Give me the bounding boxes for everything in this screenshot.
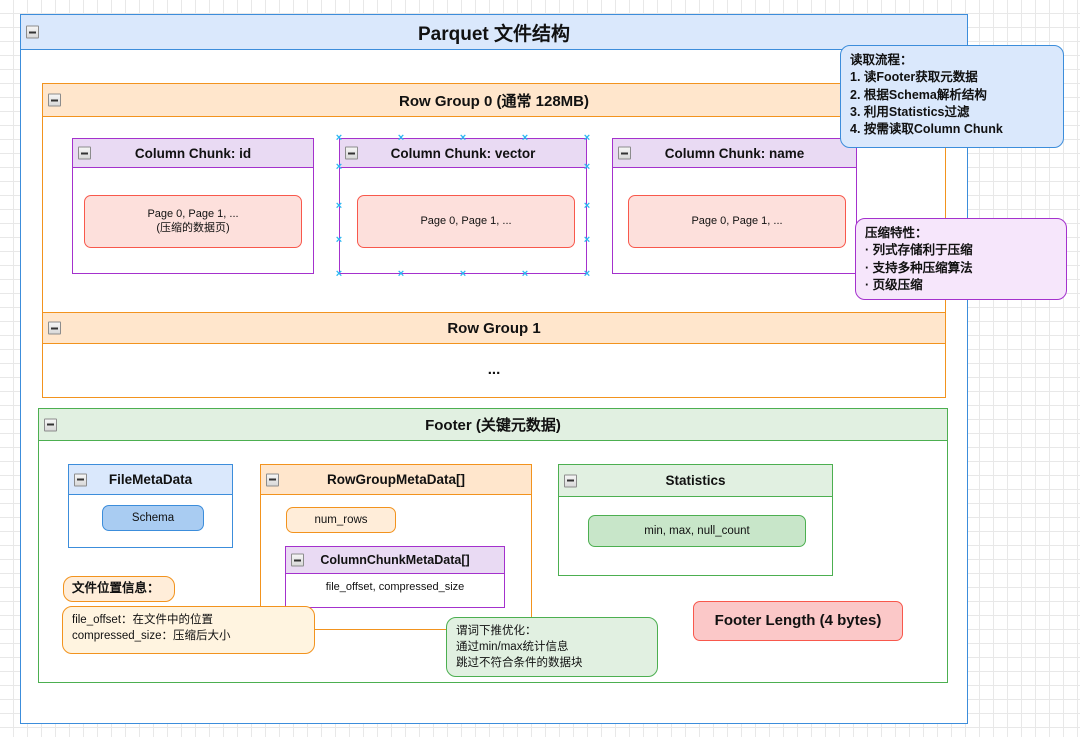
row-group-1-ellipsis: ... [487, 361, 501, 378]
column-chunk-vector-pages[interactable]: Page 0, Page 1, ... [357, 195, 575, 248]
column-chunk-vector-title: Column Chunk: vector [390, 145, 536, 161]
column-chunk-id-pages[interactable]: Page 0, Page 1, ... (压缩的数据页) [84, 195, 302, 248]
column-chunk-meta-data-title-bar[interactable]: ColumnChunkMetaData[] [286, 547, 504, 574]
file-meta-data-title: FileMetaData [108, 472, 193, 487]
statistics-container[interactable]: Statistics min, max, null_count [558, 464, 833, 576]
compression-callout[interactable]: 压缩特性： · 列式存储利于压缩 · 支持多种压缩算法 · 页级压缩 [855, 218, 1067, 300]
file-position-note-title[interactable]: 文件位置信息： [63, 576, 175, 602]
num-rows-node[interactable]: num_rows [286, 507, 396, 533]
column-chunk-name-container[interactable]: Column Chunk: name Page 0, Page 1, ... [612, 138, 857, 274]
footer-title-bar[interactable]: Footer (关键元数据) [39, 409, 947, 441]
column-chunk-meta-data-title: ColumnChunkMetaData[] [320, 553, 470, 567]
collapse-minus-icon[interactable] [345, 146, 358, 160]
page-title: Parquet 文件结构 [417, 23, 571, 45]
statistics-fields-node[interactable]: min, max, null_count [588, 515, 806, 547]
column-chunk-vector-title-bar[interactable]: Column Chunk: vector [340, 139, 586, 168]
footer-title: Footer (关键元数据) [425, 417, 561, 434]
statistics-title: Statistics [665, 473, 726, 488]
collapse-minus-icon[interactable] [48, 321, 61, 335]
column-chunk-id-container[interactable]: Column Chunk: id Page 0, Page 1, ... (压缩… [72, 138, 314, 274]
collapse-minus-icon[interactable] [266, 473, 279, 486]
diagram-title-bar[interactable]: Parquet 文件结构 [21, 15, 967, 50]
row-group-meta-data-title-bar[interactable]: RowGroupMetaData[] [261, 465, 531, 495]
footer-length-node[interactable]: Footer Length (4 bytes) [693, 601, 903, 641]
column-chunk-name-title-bar[interactable]: Column Chunk: name [613, 139, 856, 168]
column-chunk-id-title: Column Chunk: id [134, 145, 252, 161]
statistics-title-bar[interactable]: Statistics [559, 465, 832, 497]
column-chunk-vector-container[interactable]: Column Chunk: vector Page 0, Page 1, ... [339, 138, 587, 274]
file-meta-data-title-bar[interactable]: FileMetaData [69, 465, 232, 495]
column-chunk-id-title-bar[interactable]: Column Chunk: id [73, 139, 313, 168]
collapse-minus-icon[interactable] [78, 146, 91, 160]
collapse-minus-icon[interactable] [291, 553, 304, 567]
column-chunk-name-pages[interactable]: Page 0, Page 1, ... [628, 195, 846, 248]
read-flow-callout[interactable]: 读取流程： 1. 读Footer获取元数据 2. 根据Schema解析结构 3.… [840, 45, 1064, 148]
schema-node[interactable]: Schema [102, 505, 204, 531]
collapse-minus-icon[interactable] [564, 474, 577, 487]
collapse-minus-icon[interactable] [26, 25, 39, 39]
row-group-1-title-bar[interactable]: Row Group 1 [43, 313, 945, 344]
file-position-note-body[interactable]: file_offset：在文件中的位置 compressed_size：压缩后大… [62, 606, 315, 654]
file-meta-data-container[interactable]: FileMetaData Schema [68, 464, 233, 548]
column-chunk-meta-data-container[interactable]: ColumnChunkMetaData[] file_offset, compr… [285, 546, 505, 608]
row-group-0-title: Row Group 0 (通常 128MB) [398, 92, 589, 110]
collapse-minus-icon[interactable] [74, 473, 87, 486]
row-group-meta-data-title: RowGroupMetaData[] [327, 472, 465, 487]
column-chunk-name-title: Column Chunk: name [664, 145, 805, 161]
predicate-pushdown-note[interactable]: 谓词下推优化： 通过min/max统计信息 跳过不符合条件的数据块 [446, 617, 658, 677]
row-group-1-title: Row Group 1 [447, 319, 541, 337]
row-group-0-title-bar[interactable]: Row Group 0 (通常 128MB) [43, 84, 945, 117]
collapse-minus-icon[interactable] [44, 418, 57, 431]
row-group-1-container[interactable]: Row Group 1 ... [42, 312, 946, 398]
collapse-minus-icon[interactable] [618, 146, 631, 160]
column-chunk-meta-data-fields: file_offset, compressed_size [325, 581, 465, 593]
collapse-minus-icon[interactable] [48, 93, 61, 107]
